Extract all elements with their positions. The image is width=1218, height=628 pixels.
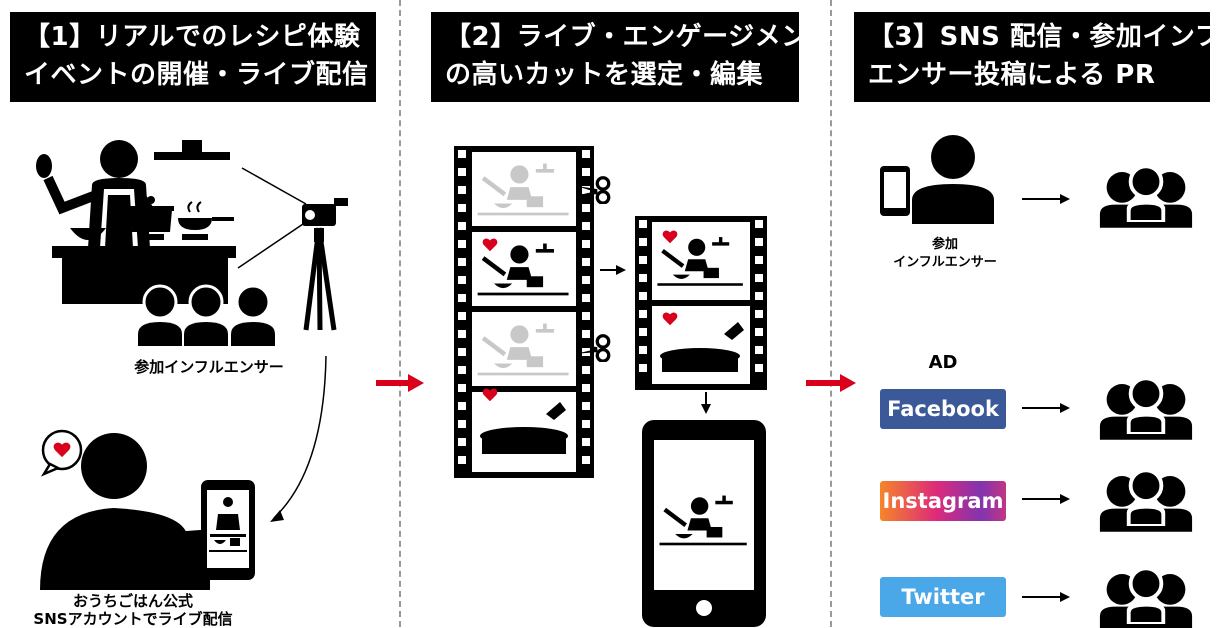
step1-title-line1: 【1】リアルでのレシピ体験 (24, 22, 361, 52)
sns-live-label-line2: SNSアカウントでライブ配信 (33, 610, 233, 628)
instagram-badge: Instagram (880, 481, 1006, 521)
facebook-badge: Facebook (880, 389, 1006, 429)
ad-label: AD (928, 352, 958, 373)
twitter-badge: Twitter (880, 577, 1006, 617)
cooking-demo-illustration (36, 140, 348, 590)
participants-group (138, 284, 275, 346)
arrow-facebook (1022, 403, 1070, 413)
viewer-with-phone (40, 429, 255, 590)
influencer-label-line2: インフルエンサー (893, 255, 997, 270)
audience-group-4 (1098, 568, 1194, 628)
audience-group-1 (1098, 166, 1194, 228)
film-strip-left (454, 146, 594, 478)
arrow-twitter (1022, 592, 1070, 602)
step2-title-line1: 【2】ライブ・エンゲージメント (445, 22, 835, 52)
step2-title-line2: の高いカットを選定・編集 (445, 60, 764, 90)
step1-title-line2: イベントの開催・ライブ配信 (24, 60, 369, 90)
step-arrow-1 (376, 374, 424, 392)
sns-live-label: おうちごはん公式 SNSアカウントでライブ配信 (10, 592, 256, 628)
smartphone-icon (642, 420, 766, 627)
step3-title: 【3】SNS 配信・参加インフル エンサー投稿による PR (854, 12, 1218, 102)
influencer-label-line1: 参加 (931, 237, 958, 252)
step2-title: 【2】ライブ・エンゲージメント の高いカットを選定・編集 (431, 12, 835, 102)
arrow-influencer (1022, 194, 1070, 204)
arrow-instagram (1022, 494, 1070, 504)
step-arrow-2 (806, 374, 856, 392)
step1-title: 【1】リアルでのレシピ体験 イベントの開催・ライブ配信 (10, 12, 376, 102)
sns-live-label-line1: おうちごはん公式 (72, 592, 193, 610)
video-camera-icon (302, 198, 348, 331)
step3-title-line1: 【3】SNS 配信・参加インフル (868, 22, 1218, 52)
participants-label: 参加インフルエンサー (134, 358, 284, 376)
step3-title-line2: エンサー投稿による PR (868, 60, 1156, 90)
film-strip-right (635, 216, 767, 390)
influencer-label: 参加 インフルエンサー (870, 236, 1020, 272)
audience-group-3 (1098, 470, 1194, 532)
audience-group-2 (1098, 378, 1194, 440)
influencer-with-phone (880, 135, 994, 224)
divider-right (830, 0, 832, 627)
divider-left (399, 0, 401, 627)
